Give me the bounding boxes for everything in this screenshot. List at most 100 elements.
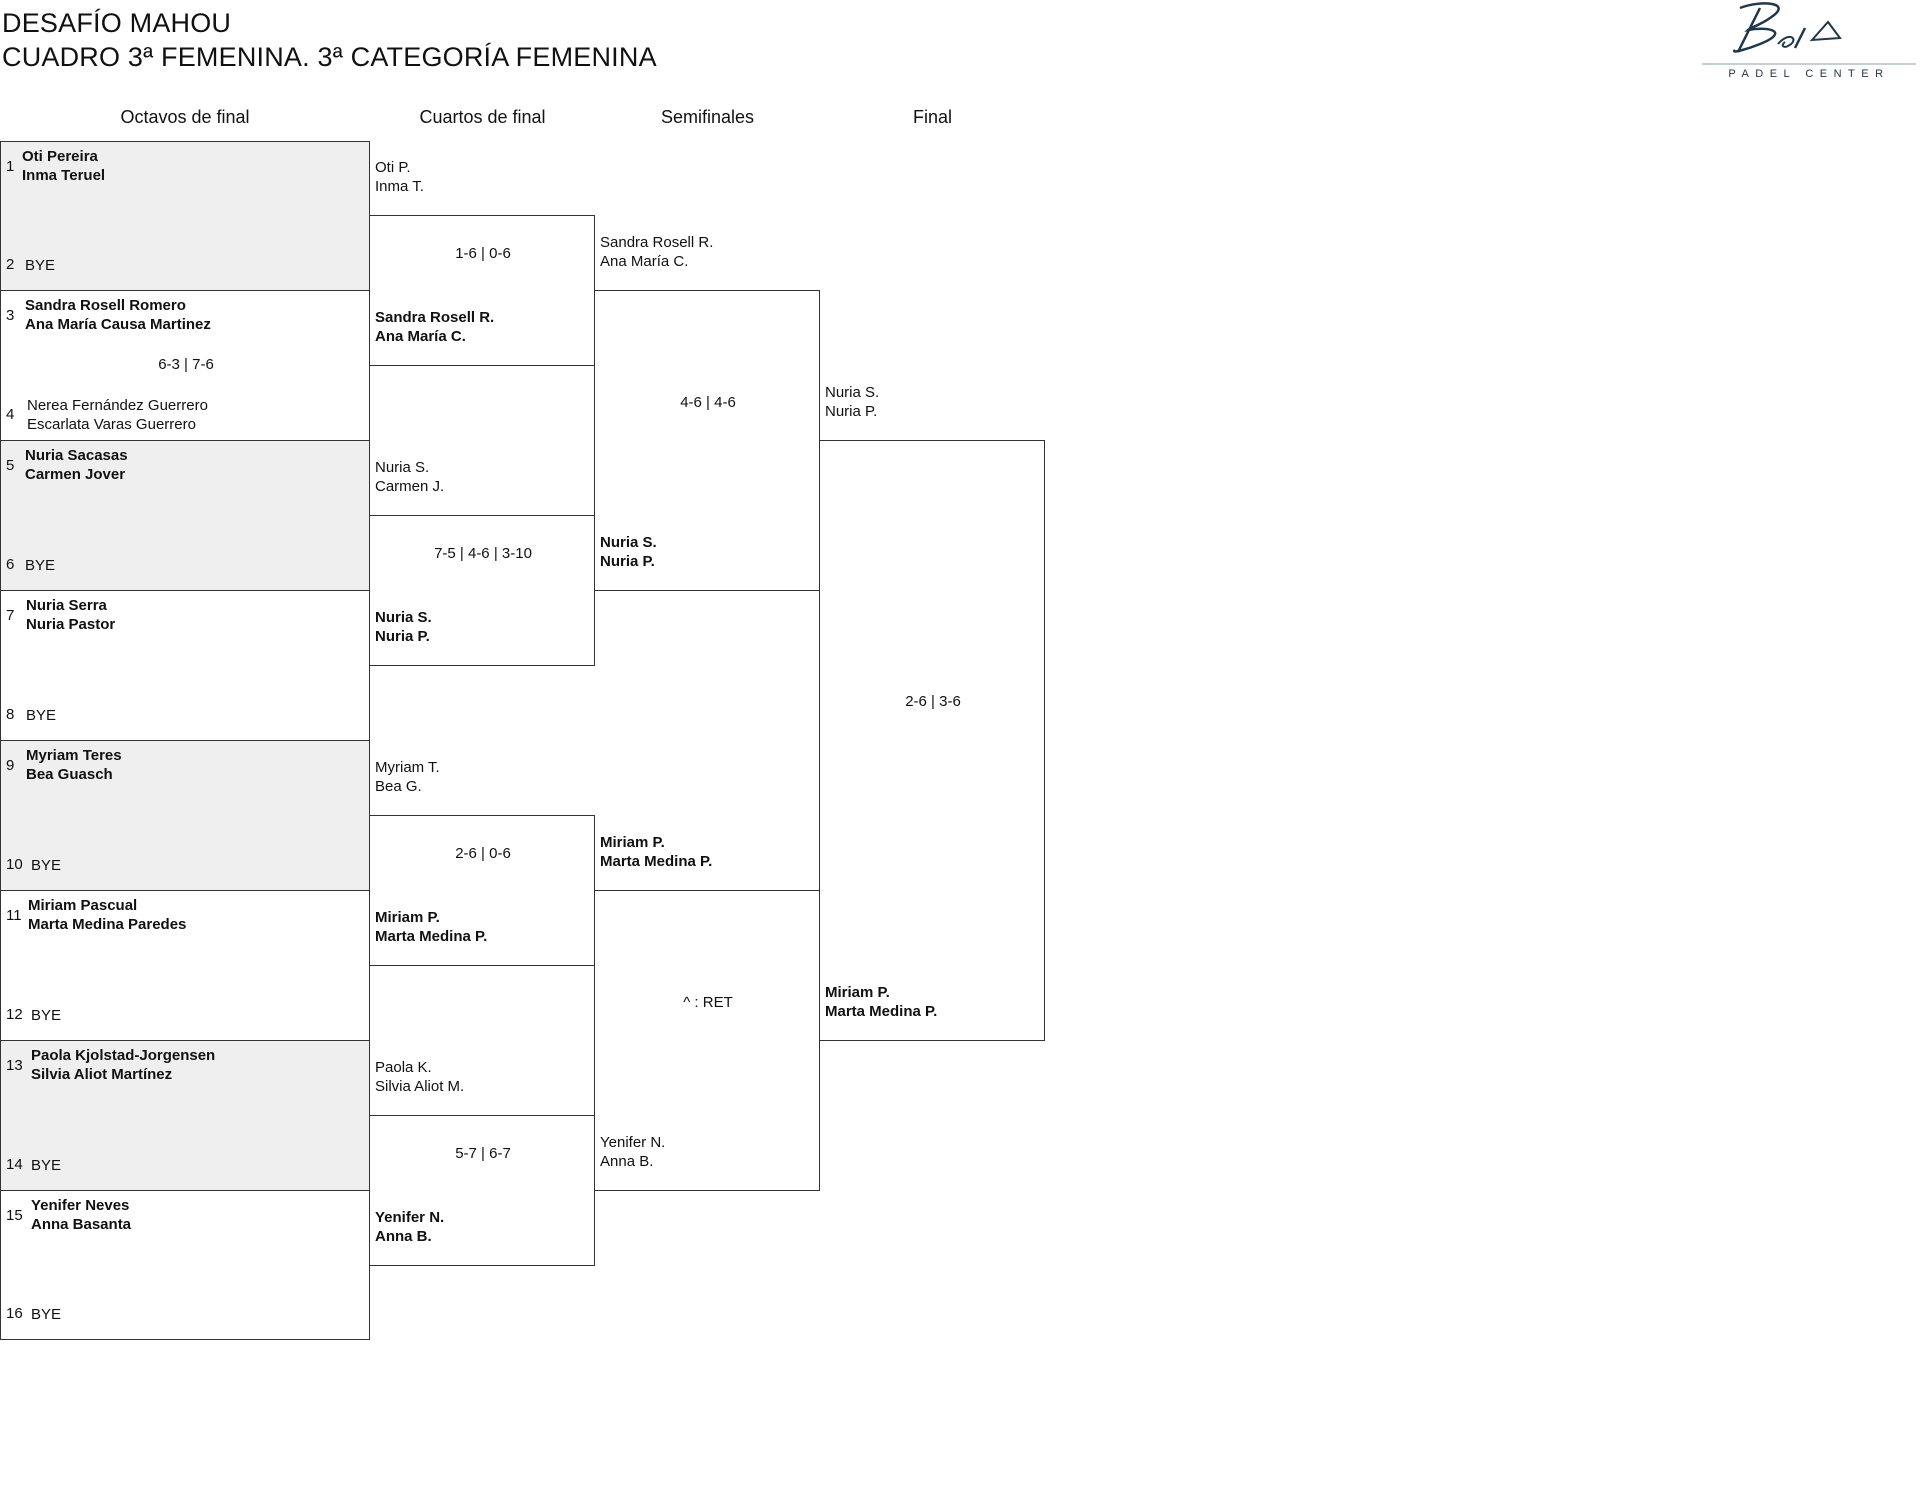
final-match: 2-6 | 3-6 Miriam P. Marta Medina P. <box>819 440 1045 1041</box>
seed-number: 1 <box>6 158 15 175</box>
sf2-bottom-team: Yenifer N. Anna B. <box>600 1133 665 1171</box>
player-2: Anna B. <box>600 1153 654 1170</box>
match-score: 5-7 | 6-7 <box>455 1145 511 1162</box>
seed-number: 5 <box>6 457 15 474</box>
player-1: Nuria S. <box>825 384 880 401</box>
seed-number: 11 <box>6 907 22 924</box>
qf-match-2: 7-5 | 4-6 | 3-10 Nuria S. Nuria P. <box>369 515 595 666</box>
seed-number: 3 <box>6 307 15 324</box>
player-2: Nuria P. <box>825 403 878 420</box>
qf-match-3: 2-6 | 0-6 Miriam P. Marta Medina P. <box>369 815 595 966</box>
team-player-2: Bea Guasch <box>26 766 113 783</box>
sf-match-2: ^ : RET Yenifer N. Anna B. <box>594 890 820 1191</box>
player-2: Bea G. <box>375 778 422 795</box>
seed-number: 7 <box>6 607 15 624</box>
seed-number: 12 <box>6 1006 23 1023</box>
final-top-team: Nuria S. Nuria P. <box>825 383 879 421</box>
player-1: Yenifer N. <box>375 1209 445 1226</box>
match-score: 4-6 | 4-6 <box>680 394 736 411</box>
player-2: Ana María C. <box>375 328 466 345</box>
player-1: Nuria S. <box>600 534 657 551</box>
sf1-bottom-team: Nuria S. Nuria P. <box>600 533 657 571</box>
player-2: Ana María C. <box>600 253 689 270</box>
seed-number: 2 <box>6 256 15 273</box>
match-score: 1-6 | 0-6 <box>455 245 511 262</box>
player-1: Yenifer N. <box>600 1134 666 1151</box>
sf1-top-team: Sandra Rosell R. Ana María C. <box>600 233 713 271</box>
logo-caption: PADEL CENTER <box>1728 68 1890 80</box>
qf4-top-team: Paola K. Silvia Aliot M. <box>375 1058 464 1096</box>
round-header-final: Final <box>912 107 952 127</box>
seed-number: 6 <box>6 556 15 573</box>
r16-match-1: 1 Oti Pereira Inma Teruel 2 BYE <box>0 141 370 291</box>
player-1: Sandra Rosell R. <box>600 234 714 251</box>
seed-number: 16 <box>6 1305 23 1322</box>
team-player-1: Nuria Sacasas <box>25 447 128 464</box>
r16-match-4: 7 Nuria Serra Nuria Pastor 8 BYE <box>0 590 370 741</box>
qf3-bottom-team: Miriam P. Marta Medina P. <box>375 908 487 946</box>
team-player-2: Marta Medina Paredes <box>28 916 187 933</box>
r16-match-3: 5 Nuria Sacasas Carmen Jover 6 BYE <box>0 440 370 591</box>
team-player-2: Nuria Pastor <box>26 616 116 633</box>
seed-number: 13 <box>6 1057 23 1074</box>
team-player-1: BYE <box>31 1007 62 1024</box>
r16-match-2: 3 Sandra Rosell Romero Ana María Causa M… <box>0 290 370 441</box>
team-player-2: Escarlata Varas Guerrero <box>27 416 196 433</box>
team-player-2: Carmen Jover <box>25 466 126 483</box>
tournament-title: DESAFÍO MAHOU <box>2 8 232 38</box>
player-1: Miriam P. <box>825 984 890 1001</box>
team-player-1: BYE <box>31 1306 62 1323</box>
r16-match-5: 9 Myriam Teres Bea Guasch 10 BYE <box>0 740 370 891</box>
qf2-top-team: Nuria S. Carmen J. <box>375 458 444 496</box>
qf1-bottom-team: Sandra Rosell R. Ana María C. <box>375 308 494 346</box>
qf1-top-team: Oti P. Inma T. <box>375 158 424 196</box>
team-player-2: Anna Basanta <box>31 1216 132 1233</box>
player-2: Nuria P. <box>375 628 430 645</box>
qf-match-1: 1-6 | 0-6 Sandra Rosell R. Ana María C. <box>369 215 595 366</box>
team-player-1: Nuria Serra <box>26 597 107 614</box>
match-score: 7-5 | 4-6 | 3-10 <box>434 545 532 562</box>
team-player-1: Paola Kjolstad-Jorgensen <box>31 1047 216 1064</box>
player-1: Sandra Rosell R. <box>375 309 495 326</box>
player-1: Miriam P. <box>375 909 440 926</box>
team-player-1: Myriam Teres <box>26 747 122 764</box>
r16-match-6: 11 Miriam Pascual Marta Medina Paredes 1… <box>0 890 370 1041</box>
qf2-bottom-team: Nuria S. Nuria P. <box>375 608 432 646</box>
player-1: Oti P. <box>375 159 411 176</box>
team-player-1: Nerea Fernández Guerrero <box>27 397 208 414</box>
round-header-qf: Cuartos de final <box>419 107 546 127</box>
player-1: Nuria S. <box>375 609 432 626</box>
seed-number: 9 <box>6 757 15 774</box>
team-player-1: Oti Pereira <box>22 148 98 165</box>
padel-center-logo: PADEL CENTER <box>1700 0 1918 90</box>
team-player-1: BYE <box>25 257 56 274</box>
team-player-1: Yenifer Neves <box>31 1197 130 1214</box>
player-1: Myriam T. <box>375 759 440 776</box>
match-score: 2-6 | 0-6 <box>455 845 511 862</box>
qf3-top-team: Myriam T. Bea G. <box>375 758 440 796</box>
player-2: Marta Medina P. <box>825 1003 938 1020</box>
seed-number: 15 <box>6 1207 23 1224</box>
sf2-top-team: Miriam P. Marta Medina P. <box>600 833 712 871</box>
team-player-1: BYE <box>31 857 62 874</box>
player-2: Inma T. <box>375 178 424 195</box>
player-1: Nuria S. <box>375 459 430 476</box>
player-2: Anna B. <box>375 1228 432 1245</box>
player-2: Marta Medina P. <box>600 853 713 870</box>
seed-number: 8 <box>6 706 15 723</box>
player-1: Miriam P. <box>600 834 665 851</box>
seed-number: 4 <box>6 406 15 423</box>
match-score: ^ : RET <box>683 994 733 1011</box>
match-score: 2-6 | 3-6 <box>905 693 961 710</box>
r16-match-7: 13 Paola Kjolstad-Jorgensen Silvia Aliot… <box>0 1040 370 1191</box>
sf-match-1: 4-6 | 4-6 Nuria S. Nuria P. <box>594 290 820 591</box>
player-2: Carmen J. <box>375 478 445 495</box>
round-header-r16: Octavos de final <box>120 107 250 127</box>
seed-number: 14 <box>6 1156 23 1173</box>
player-2: Nuria P. <box>600 553 655 570</box>
team-player-2: Ana María Causa Martinez <box>25 316 211 333</box>
player-2: Marta Medina P. <box>375 928 488 945</box>
team-player-1: BYE <box>25 557 56 574</box>
team-player-1: Miriam Pascual <box>28 897 138 914</box>
player-2: Silvia Aliot M. <box>375 1078 465 1095</box>
